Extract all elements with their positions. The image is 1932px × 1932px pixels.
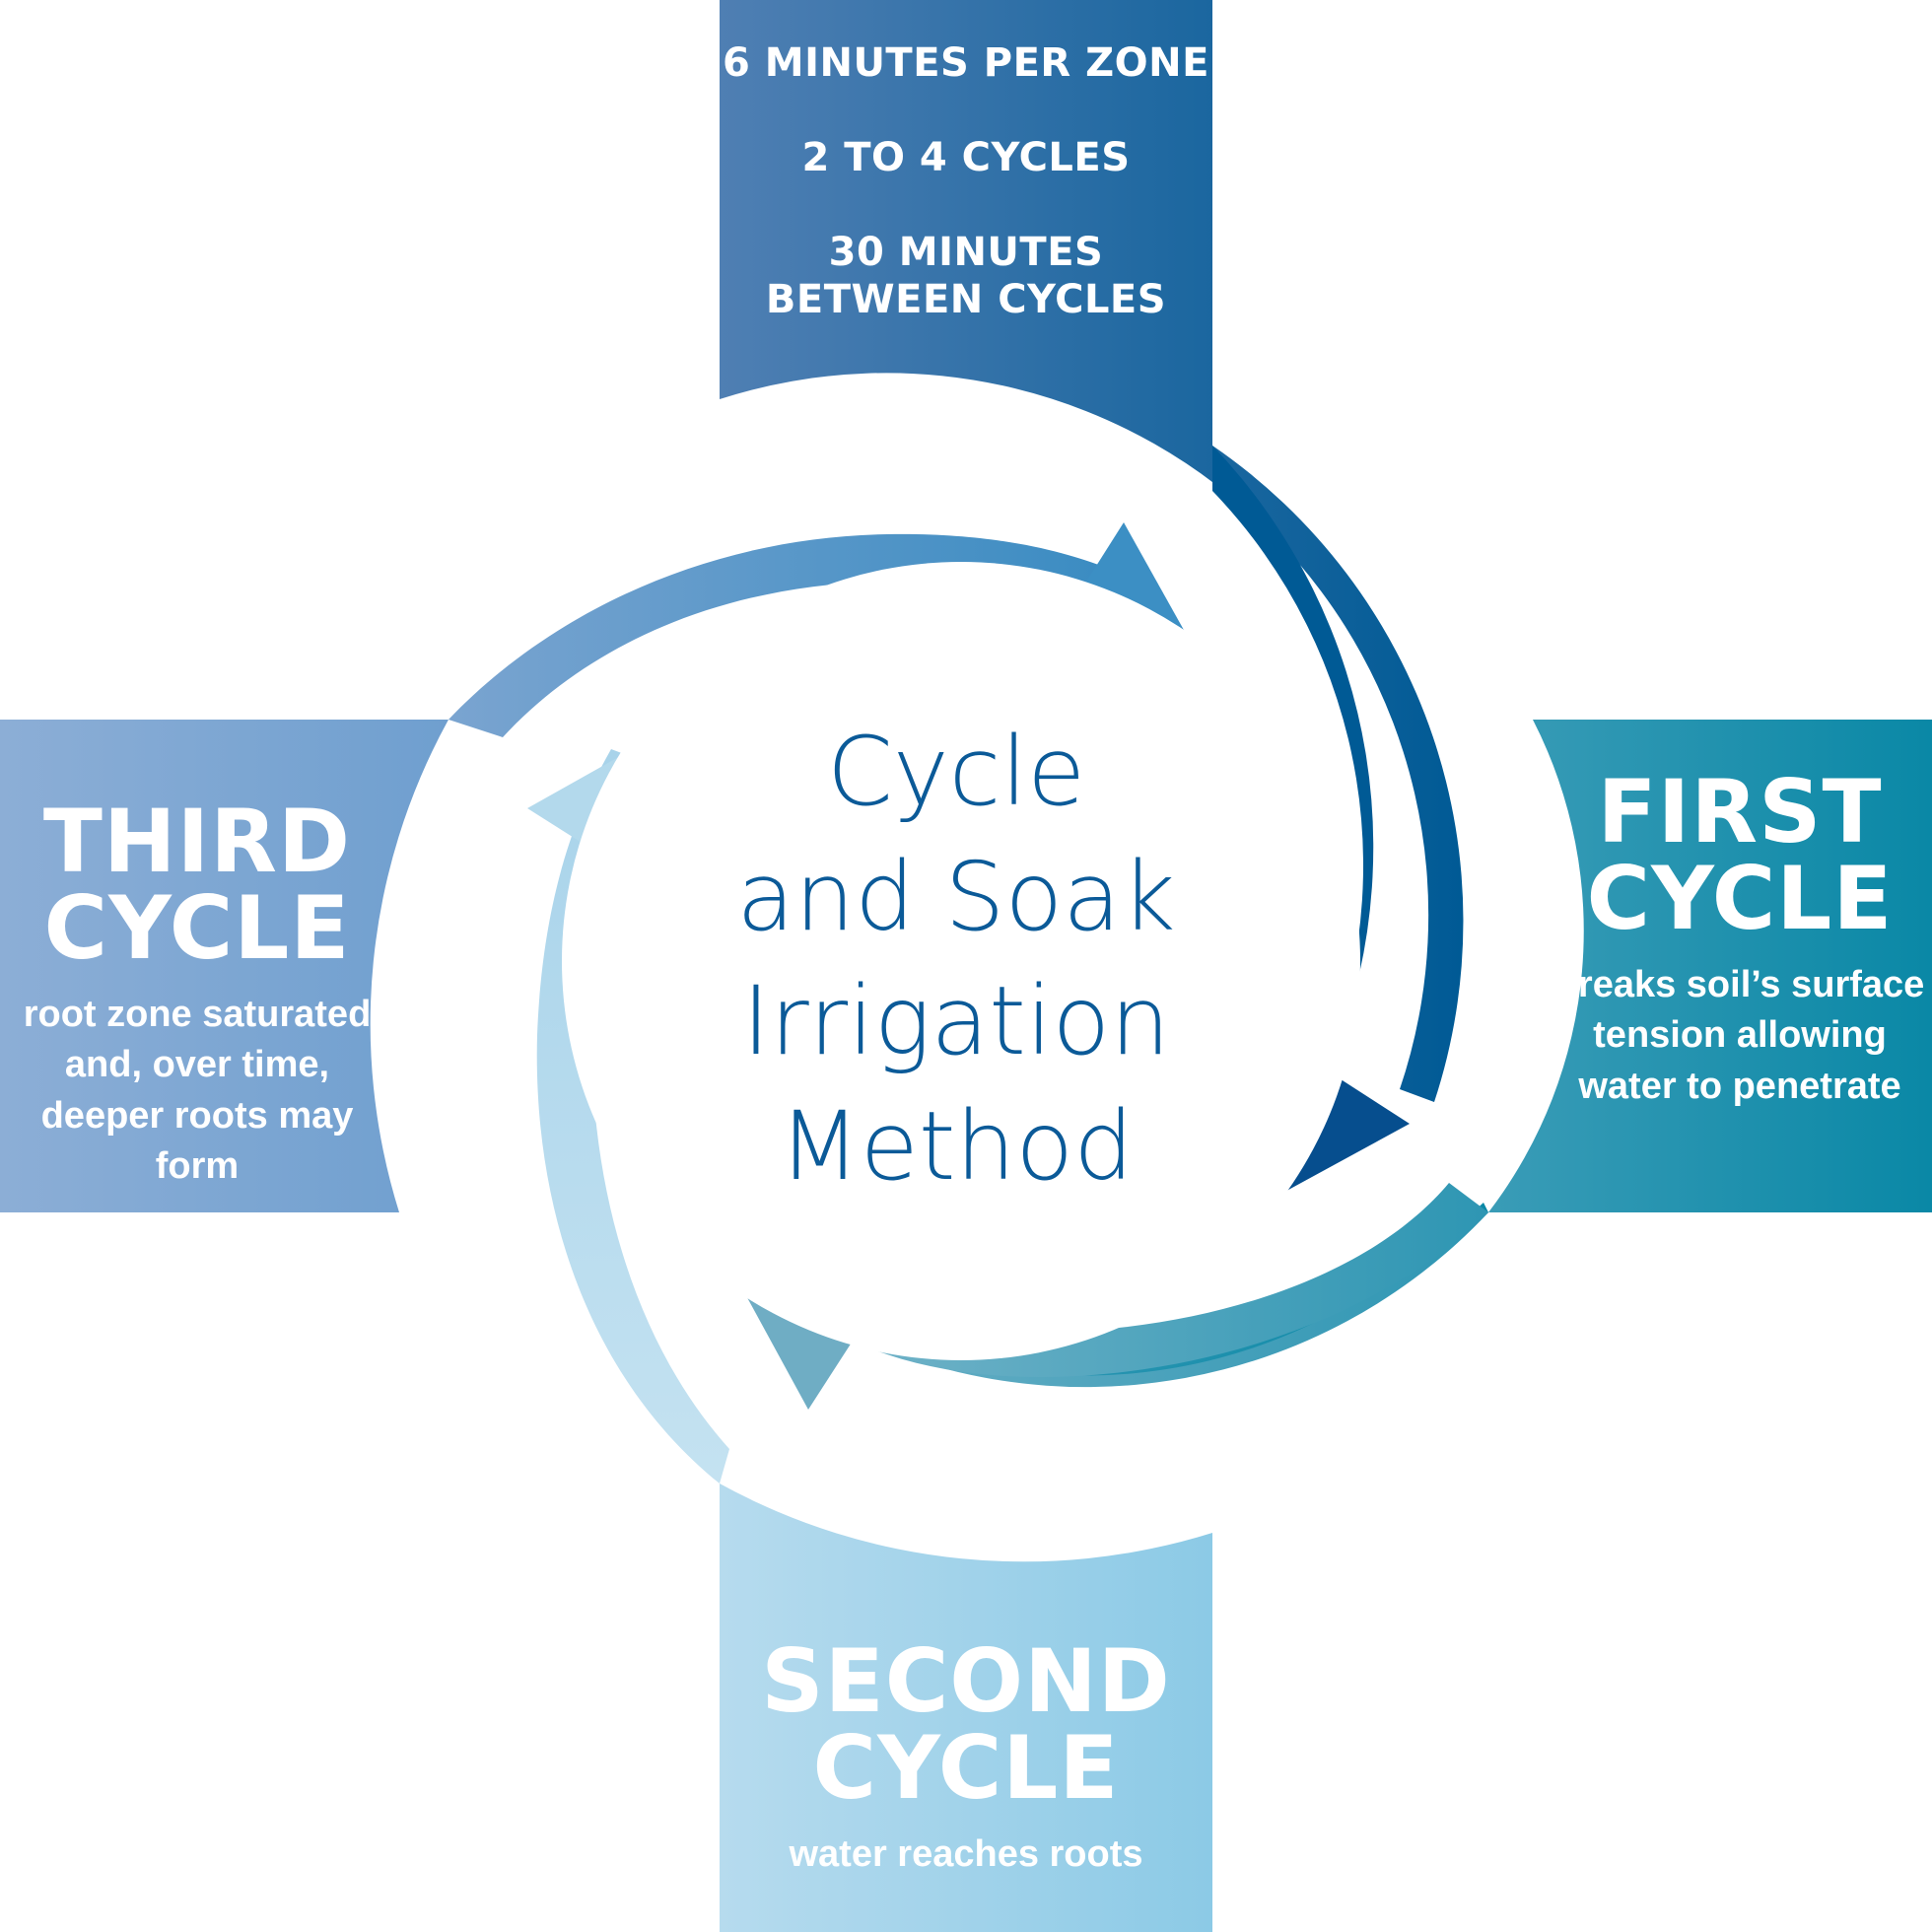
arrow-to-second-cycle [720,1203,1488,1388]
teal-arc-body [833,1183,1488,1378]
info-between-line1: 30 MINUTES [828,230,1104,275]
third-cycle-desc-line3: deeper roots may form [40,1094,354,1187]
third-cycle-desc-line1: root zone saturated [23,994,372,1035]
second-cycle-title-line2: CYCLE [812,1717,1120,1819]
center-disc [562,562,1360,1360]
top-info-block: 6 MINUTES PER ZONE 2 TO 4 CYCLES 30 MINU… [720,39,1212,323]
third-cycle-title: THIRD CYCLE [0,798,394,972]
first-cycle-panel [1488,720,1932,1212]
first-cycle-description: breaks soil’s surface tension allowing w… [1533,960,1932,1112]
second-cycle-text: SECOND CYCLE water reaches roots [720,1638,1212,1880]
info-minutes-per-zone: 6 MINUTES PER ZONE [723,40,1209,86]
third-cycle-panel [0,720,448,1212]
third-cycle-description: root zone saturated and, over time, deep… [0,990,394,1192]
center-title: Cycle and Soak Irrigation Method [710,710,1203,1209]
first-cycle-desc-line3: water to penetrate [1578,1065,1901,1107]
second-cycle-desc-line1: water reaches roots [789,1833,1143,1875]
center-title-line2: and Soak [736,841,1176,952]
dark-arrow-body [1212,446,1374,1099]
first-cycle-desc-line1: breaks soil’s surface [1554,964,1925,1005]
third-cycle-title-line2: CYCLE [43,877,351,979]
center-title-line3: Irrigation [741,966,1171,1077]
first-cycle-title-line1: FIRST [1597,761,1883,862]
second-cycle-panel [720,1484,1212,1932]
center-title-line1: Cycle [826,717,1086,827]
top-panel [720,0,1464,1102]
third-cycle-title-line1: THIRD [42,791,352,892]
info-between-line2: BETWEEN CYCLES [765,277,1167,322]
blue-arc-body [448,533,1104,737]
info-cycles-count: 2 TO 4 CYCLES [801,135,1131,180]
first-cycle-title-line2: CYCLE [1586,848,1894,949]
info-between-cycles: 30 MINUTES BETWEEN CYCLES [720,229,1212,323]
third-cycle-text: THIRD CYCLE root zone saturated and, ove… [0,798,394,1192]
second-cycle-description: water reaches roots [720,1829,1212,1880]
first-cycle-desc-line2: tension allowing [1593,1014,1887,1057]
second-cycle-title-line1: SECOND [761,1630,1171,1732]
third-cycle-desc-line2: and, over time, [64,1044,330,1086]
second-cycle-title: SECOND CYCLE [720,1638,1212,1812]
first-cycle-text: FIRST CYCLE breaks soil’s surface tensio… [1533,769,1932,1112]
first-cycle-title: FIRST CYCLE [1533,769,1932,942]
center-title-line4: Method [778,1091,1135,1203]
